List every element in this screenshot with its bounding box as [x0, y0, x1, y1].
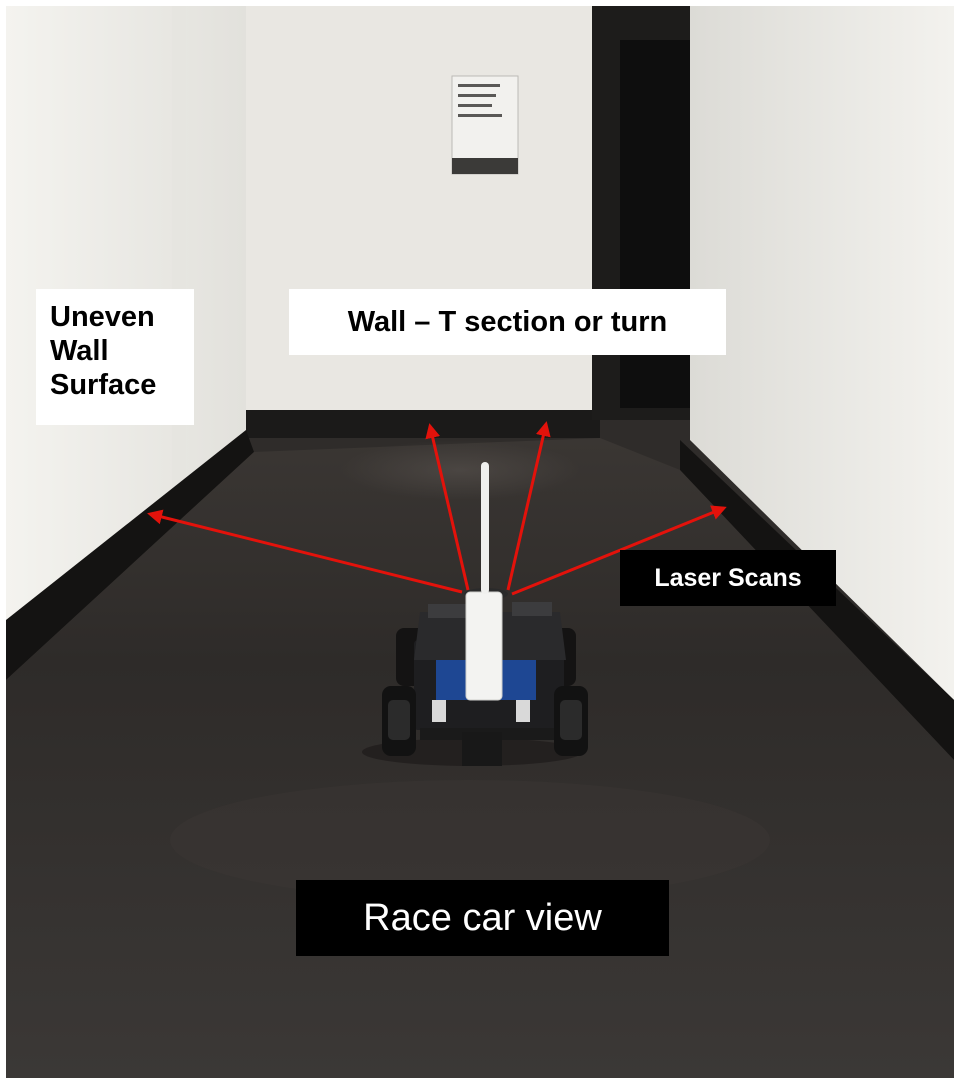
- floor-reflection: [340, 440, 580, 500]
- front-bumper-mount: [462, 732, 502, 766]
- laser-arrow-center-left: [425, 423, 470, 591]
- laser-scans-label: Laser Scans: [620, 550, 836, 606]
- uneven-wall-line: Uneven: [50, 301, 155, 333]
- wall-sign-footer: [452, 158, 518, 174]
- left-spring: [432, 700, 446, 722]
- front-left-rim: [388, 700, 410, 740]
- race-car-view-caption: Race car view: [296, 880, 669, 956]
- floor-reflection-near: [170, 780, 770, 900]
- car-board-left: [428, 604, 468, 618]
- race-car: [362, 462, 588, 766]
- wall-sign: [451, 75, 519, 175]
- wall-section-label: Wall – T section or turn: [289, 289, 726, 355]
- uneven-wall-line: Surface: [50, 369, 157, 401]
- antenna: [481, 462, 489, 594]
- left-baseboard: [6, 430, 254, 680]
- laser-arrow-right: [511, 505, 727, 596]
- uneven-wall-line: Wall: [50, 335, 109, 367]
- wall-sign-lines: [458, 84, 502, 117]
- laser-scan-arrows: [147, 421, 727, 596]
- back-baseboard: [246, 410, 600, 438]
- wifi-module: [465, 591, 503, 701]
- uneven-wall-label: Uneven Wall Surface: [36, 289, 194, 425]
- left-wall-column: [172, 6, 186, 506]
- front-right-rim: [560, 700, 582, 740]
- laser-arrow-left: [147, 509, 463, 594]
- laser-arrow-center-right: [506, 421, 551, 591]
- right-spring: [516, 700, 530, 722]
- right-wall: [690, 6, 954, 700]
- car-board-right: [512, 602, 552, 616]
- back-wall: [246, 6, 600, 430]
